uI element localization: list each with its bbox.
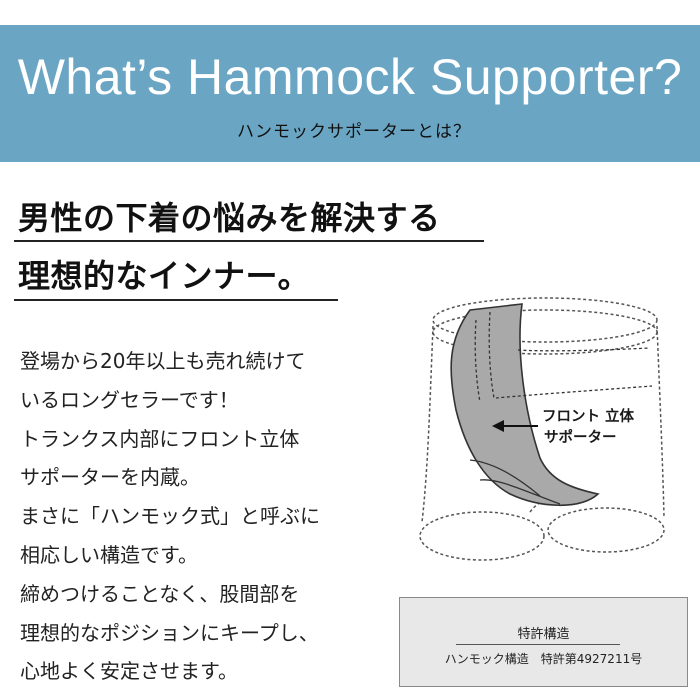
banner-title: What’s Hammock Supporter? [17,49,683,105]
description-line: サポーターを内蔵。 [20,465,200,490]
headline-underline-2 [14,299,338,301]
front-supporter-shape [450,303,600,507]
headline-line-2: 理想的なインナー。 [18,257,311,295]
description-line: トランクス内部にフロント立体 [20,426,300,451]
headline-line-1: 男性の下着の悩みを解決する [18,199,441,237]
patent-divider [456,644,620,645]
description-line: 登場から20年以上も売れ続けて [20,349,306,373]
diagram-label-line-1: フロント 立体 [542,409,635,425]
description-text: 登場から20年以上も売れ続けて いるロングセラーです！ トランクス内部にフロント… [20,342,400,691]
description-line: いるロングセラーです！ [20,387,239,412]
trunks-illustration [419,297,665,561]
description-line: 締めつけることなく、股間部を [20,581,300,606]
description-line: 心地よく安定させます。 [20,659,238,684]
header-banner: What’s Hammock Supporter? ハンモックサポーターとは？ [0,25,700,162]
patent-detail: ハンモック構造 特許第4927211号 [444,652,643,666]
supporter-diagram: フロント 立体 サポーター [410,290,680,590]
patent-box: 特許構造 ハンモック構造 特許第4927211号 [399,597,688,687]
diagram-label-line-2: サポーター [544,430,617,446]
description-line: 理想的なポジションにキープし、 [20,620,319,645]
patent-title: 特許構造 [517,627,570,642]
description-line: 相応しい構造です。 [20,542,198,567]
banner-subtitle: ハンモックサポーターとは？ [237,122,471,142]
headline-underline-1 [14,240,484,242]
description-line: まさに「ハンモック式」と呼ぶに [20,504,320,529]
arrow-left-icon [492,420,538,432]
